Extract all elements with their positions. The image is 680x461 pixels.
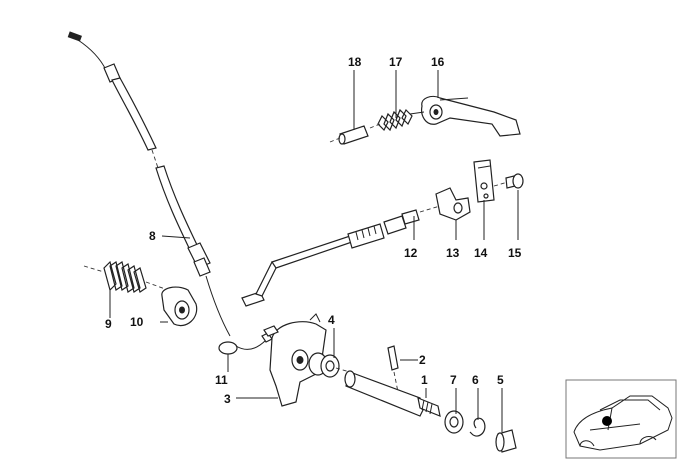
bracket-13 [435,187,471,221]
ring-11 [218,332,273,355]
linkage-rod-12 [241,205,441,307]
plate-14 [473,159,495,203]
pin-2 [387,345,399,393]
callout-5: 5 [497,373,504,387]
callout-2: 2 [419,353,426,367]
throttle-cable [67,31,231,337]
callout-4: 4 [328,313,335,327]
shaft-1 [335,367,441,417]
callout-7: 7 [450,373,457,387]
callout-18: 18 [348,55,362,69]
callout-17: 17 [389,55,403,69]
callout-16: 16 [431,55,445,69]
callout-8: 8 [149,229,156,243]
callout-13: 13 [446,246,460,260]
callout-3: 3 [224,392,231,406]
location-marker-dot [602,416,612,426]
callout-labels: 18 17 16 8 9 10 11 3 4 2 1 7 6 5 12 13 1… [105,55,522,406]
callout-10: 10 [130,315,144,329]
bushing-4 [308,352,340,378]
lever-16 [409,95,521,137]
bracket-10 [161,286,198,327]
spring-9 [83,260,169,293]
clip-6 [469,417,486,437]
sector-plate-3 [263,313,327,407]
callout-14: 14 [474,246,488,260]
callout-15: 15 [508,246,522,260]
callout-6: 6 [472,373,479,387]
leader-lines [109,70,519,432]
callout-11: 11 [215,373,228,387]
washer-7 [444,410,464,434]
callout-1: 1 [421,373,428,387]
callout-12: 12 [404,246,418,260]
spring-17 [369,108,413,132]
cap-5 [495,429,517,453]
callout-9: 9 [105,317,112,331]
pin-18 [329,125,369,145]
car-locator-thumbnail [565,379,677,459]
screw-15 [493,173,524,189]
